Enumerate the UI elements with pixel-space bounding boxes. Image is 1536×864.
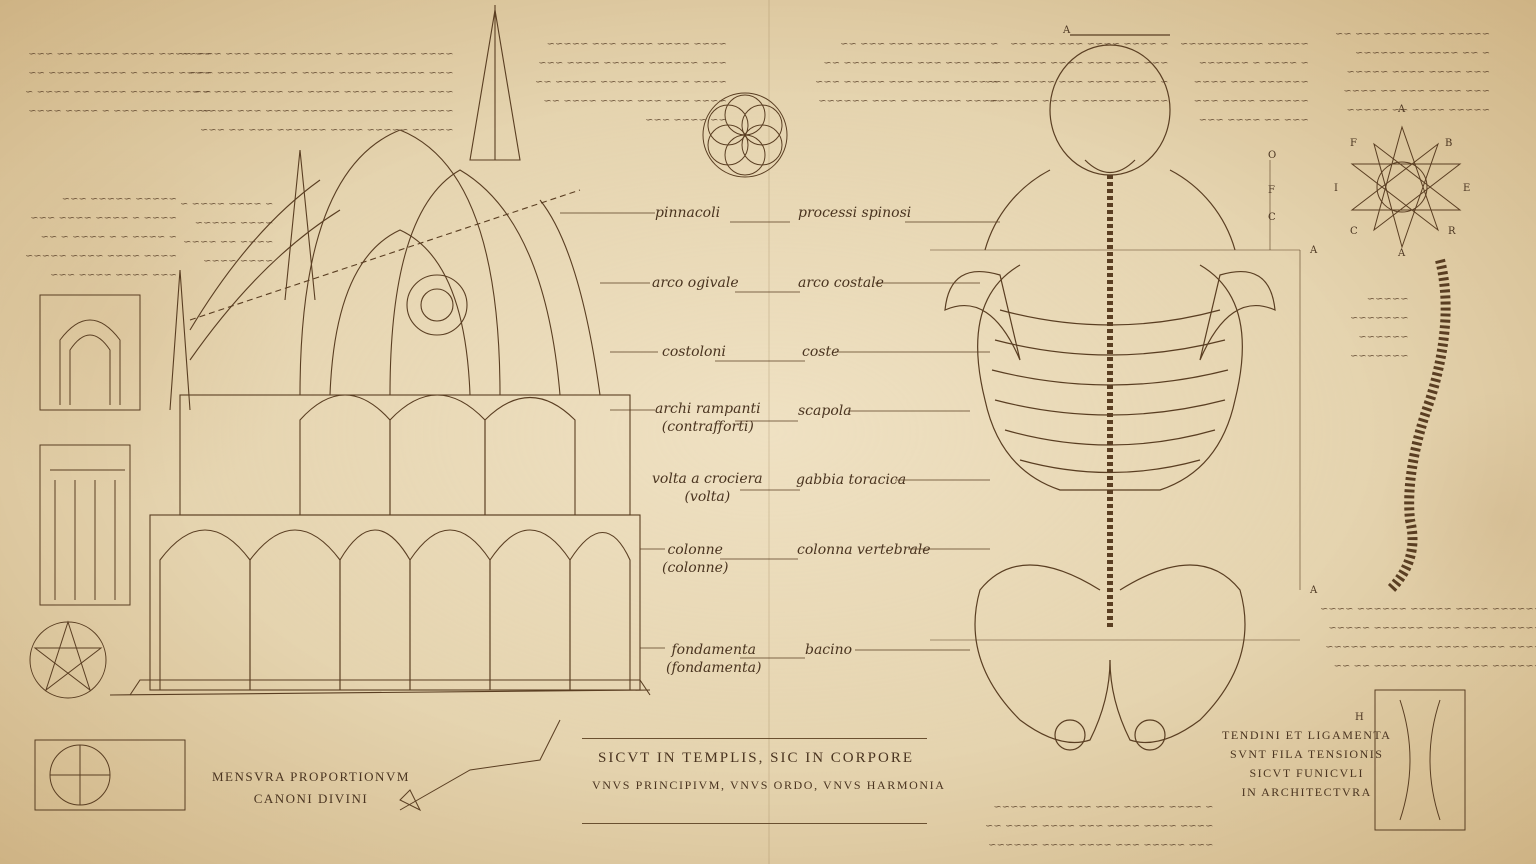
skeleton-drawing [930,34,1301,751]
label-colonna-vertebrale: colonna vertebrale [797,542,931,558]
compass-sketch [399,719,561,812]
mirror-script-block: ~~~~~ ~~~~~~~~~~ ~ ~~~~ ~ ~~~~~~ ~~~~~~ … [1180,39,1309,126]
star-letter: A [1398,104,1406,115]
label-colonne: colonne(colonne) [662,542,729,576]
label-bacino: bacino [805,642,853,658]
mirror-script-block: ~~~~ ~~~~ ~~~~ ~~~ ~~~~~ ~~~ ~~~~~~ ~~~~… [535,39,727,126]
rosette-sketch [29,620,107,699]
mirror-script-block: ~~~~ ~~~ ~~~~~ ~ ~~~~~ ~~~~ ~~~ ~~~~~ ~~… [180,49,454,136]
flower-of-life-sketch [702,92,788,178]
column-sketch [39,444,131,606]
spine-sketch [1386,258,1451,594]
motto-line-2: VNVS PRINCIPIVM, VNVS ORDO, VNVS HARMONI… [592,778,946,792]
label-archi-rampanti: archi rampanti(contrafforti) [655,401,761,435]
label-arco-ogivale: arco ogivale [652,275,739,291]
mirror-script-block: ~ ~~~~ ~~~~ ~~~ ~~~ ~~ ~~~ ~~~ ~~~ ~~~~ … [815,39,999,107]
measure-letter: A [1310,585,1318,596]
star-diagram [1350,125,1462,249]
label-scapola: scapola [798,403,852,419]
joint-sketch [1374,689,1466,831]
star-letter: E [1463,183,1471,194]
star-letter: F [1350,138,1357,149]
mirror-script-block: ~ ~~~~ ~~~~ ~ ~~~~ ~~~~~ ~~~~ ~~ ~~~~ ~~… [180,199,274,267]
measure-letter: O [1268,150,1277,161]
measure-letter: A [1063,25,1071,36]
mirror-script-block: ~ ~~~~ ~~~~~ ~~~ ~~~ ~~~~ ~~~~ ~~~~ ~~~~… [985,802,1214,851]
mirror-script-block: ~~~~~ ~~~~~~~ ~~~~~~ ~~~~~~~ [1350,294,1409,362]
label-arco-costale: arco costale [798,275,884,291]
star-letter: A [1398,248,1406,259]
label-pinnacoli: pinnacoli [655,205,721,221]
label-volta-a-crociera: volta a crociera(volta) [652,471,763,505]
label-processi-spinosi: processi spinosi [798,205,912,221]
label-fondamenta: fondamenta(fondamenta) [666,642,762,676]
circle-measure-sketch [34,739,186,811]
mirror-script-block: ~~~~~~ ~~~~ ~~~~~ ~~~~~~ ~~~~ ~~~~~ ~~~~… [1320,604,1536,672]
label-costoloni: costoloni [662,344,726,360]
tendini-inscription: Tendini et Ligamenta svnt fila tensionis… [1222,728,1392,799]
star-letter: B [1445,138,1453,149]
motto-line-1: SICVT IN TEMPLIS, SIC IN CORPORE [598,750,914,766]
star-letter: I [1334,183,1338,194]
measure-letter: C [1268,212,1276,223]
mirror-script-block: ~~~~~ ~~~~~ ~~~ ~~~~ ~ ~~~~ ~~~~ ~~~ ~ ~… [25,194,177,281]
label-coste: coste [802,344,840,360]
mirror-script-block: ~~~~~ ~~~ ~~~~ ~~~ ~~ ~ ~~ ~~~~~~ ~~~~~~… [1335,29,1491,116]
measure-letter: H [1355,712,1364,723]
label-gabbia-toracica: gabbia toracica [796,472,907,488]
window-sketch [39,294,141,411]
measure-letter: F [1268,185,1275,196]
mensura-inscription: Mensvra proportionvm canoni divini [212,769,410,806]
star-letter: C [1350,226,1358,237]
page-fold [768,0,770,864]
star-letter: R [1448,226,1456,237]
measure-letter: A [1310,245,1318,256]
leader-lines [560,212,1000,659]
motto-frame [582,738,927,824]
mirror-script-block: ~ ~~~~ ~~~~ ~~~ ~~~ ~~ ~~~ ~~~ ~~~ ~~~~ … [985,39,1169,107]
cathedral-drawing [109,5,651,696]
